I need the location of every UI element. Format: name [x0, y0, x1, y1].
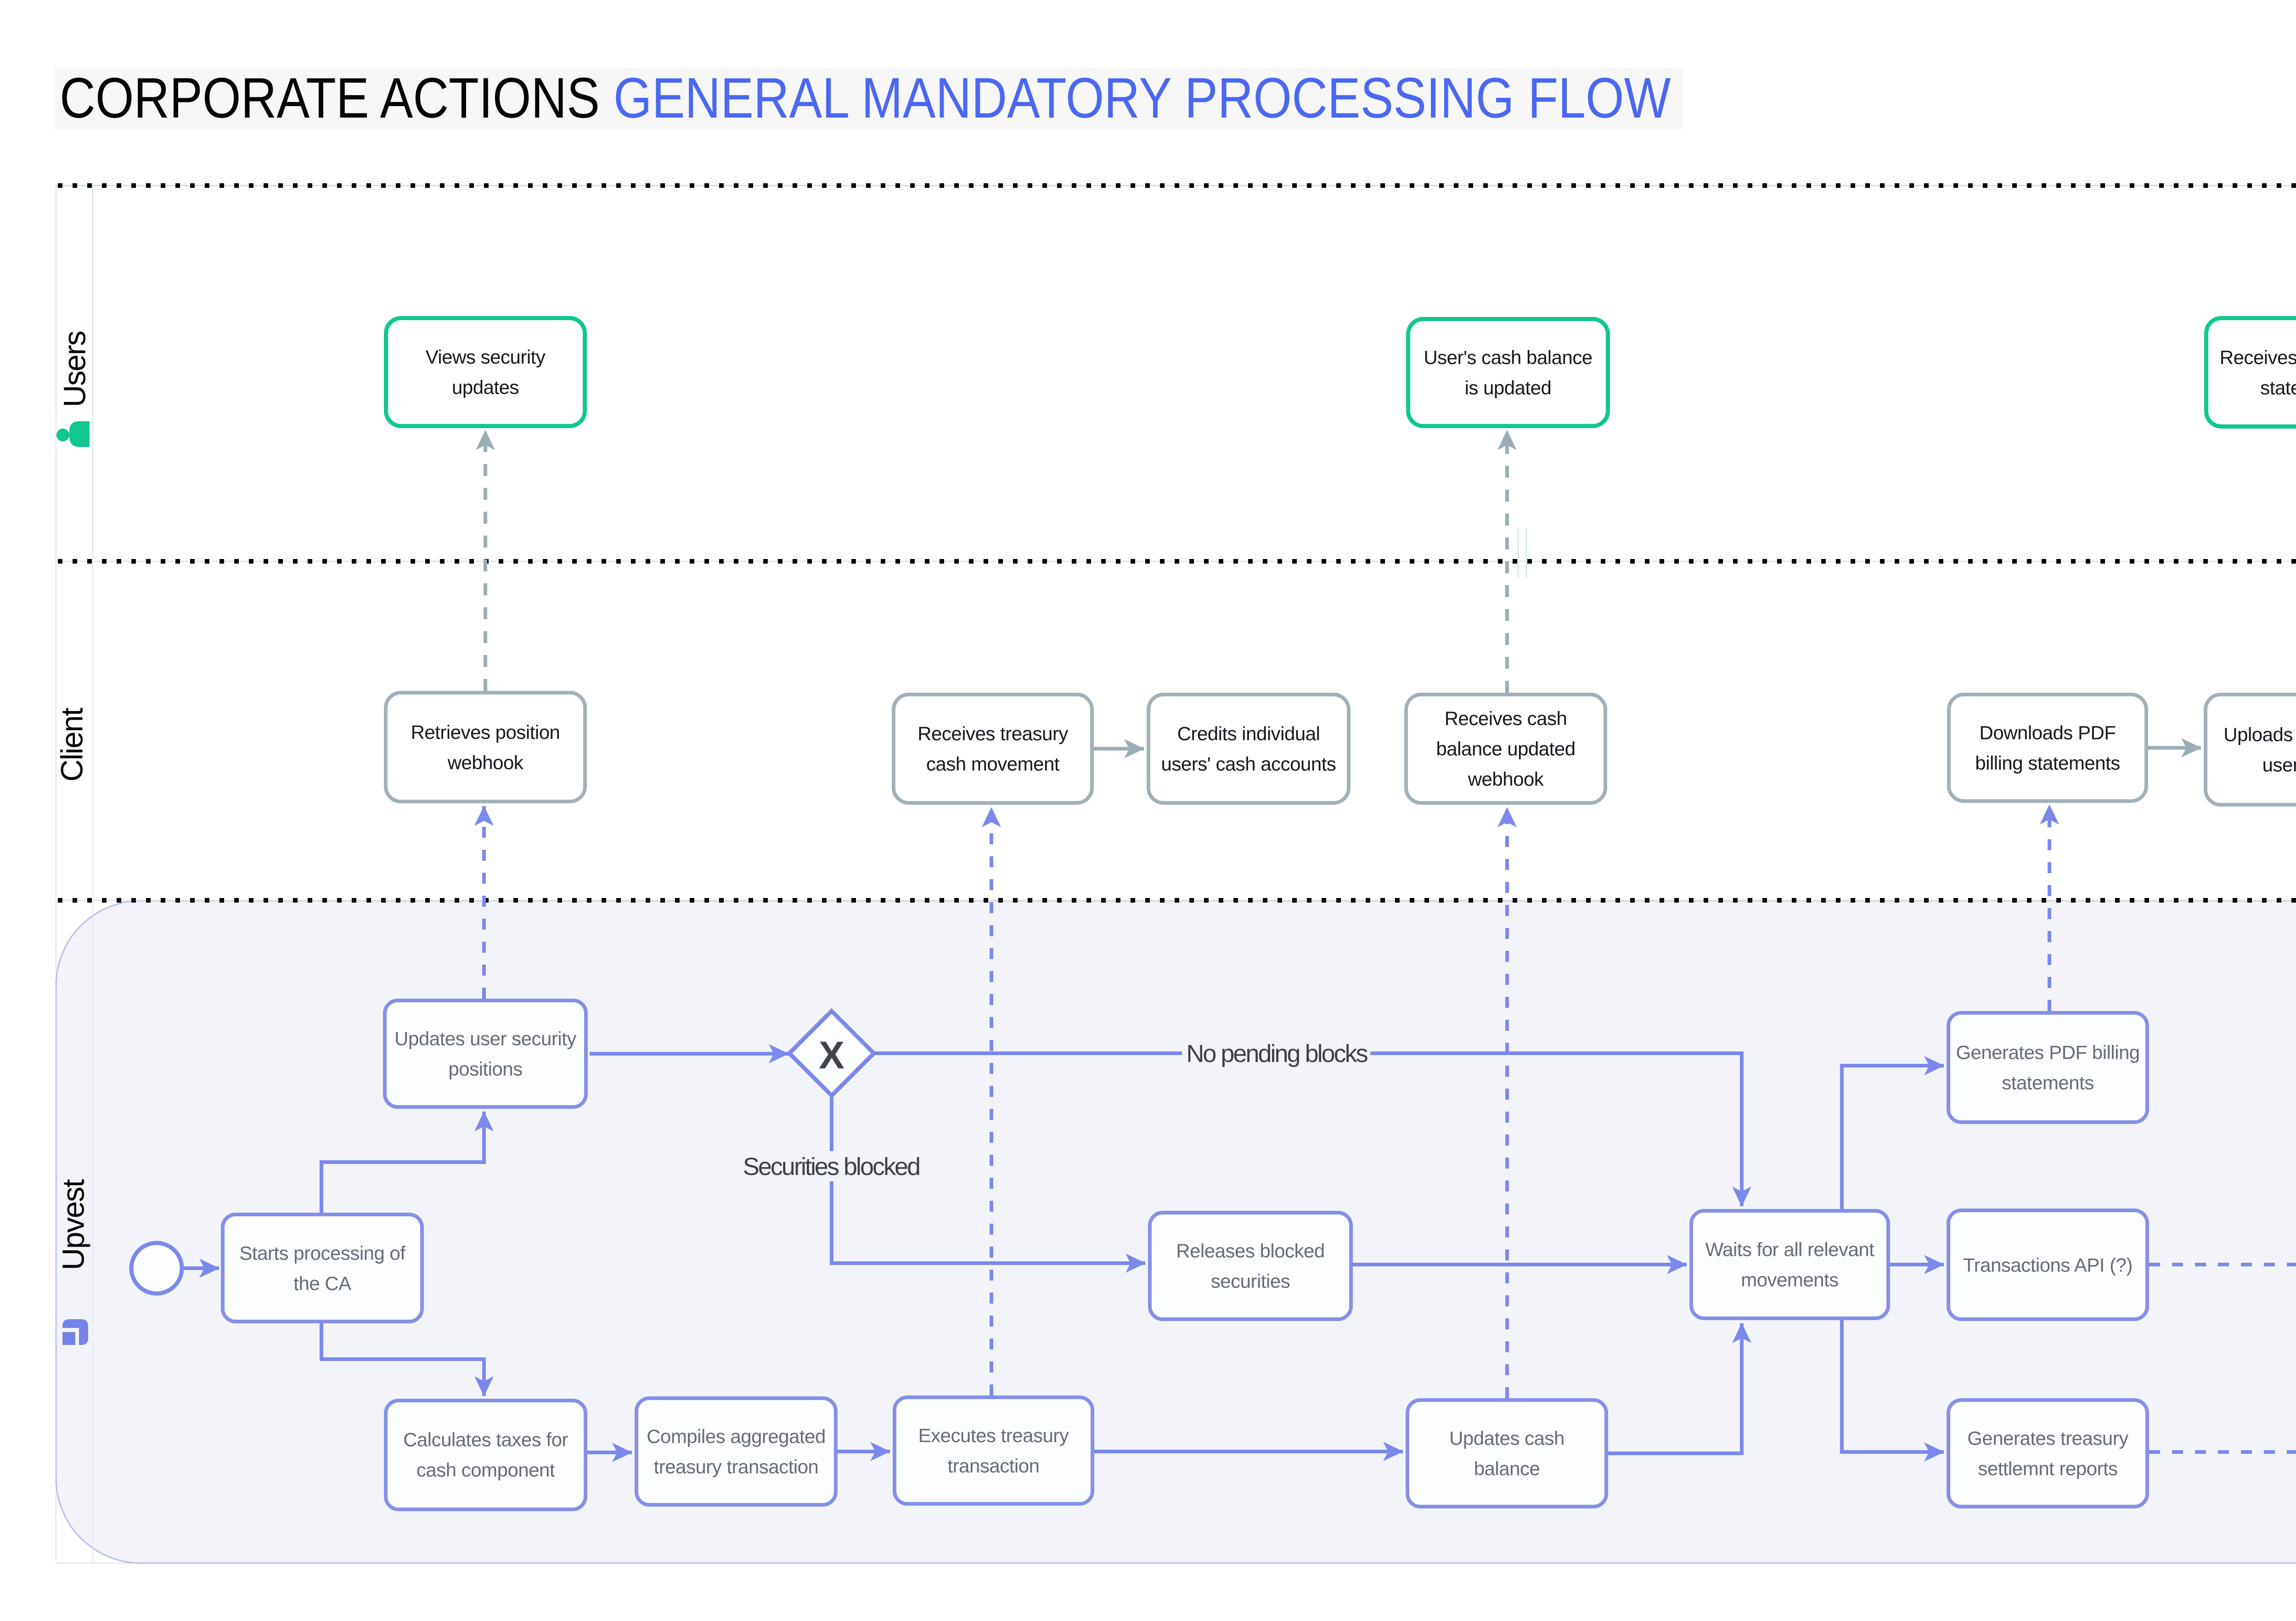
svg-text:is updated: is updated	[1465, 377, 1552, 399]
svg-text:securities: securities	[1211, 1271, 1290, 1292]
svg-text:Retrieves position: Retrieves position	[411, 722, 560, 743]
svg-text:Waits for all relevant: Waits for all relevant	[1705, 1239, 1875, 1260]
svg-text:Generates treasury: Generates treasury	[1967, 1428, 2128, 1449]
svg-text:Releases blocked: Releases blocked	[1176, 1240, 1325, 1262]
svg-text:positions: positions	[448, 1058, 522, 1080]
svg-text:users' cash accounts: users' cash accounts	[1161, 753, 1336, 775]
svg-text:webhook: webhook	[447, 752, 524, 774]
svg-text:Client: Client	[55, 707, 90, 782]
svg-text:settlemnt reports: settlemnt reports	[1978, 1458, 2117, 1480]
svg-text:Updates cash: Updates cash	[1449, 1428, 1564, 1449]
svg-text:No pending blocks: No pending blocks	[1186, 1040, 1367, 1067]
svg-text:Upvest: Upvest	[56, 1179, 91, 1270]
svg-text:updates: updates	[452, 377, 519, 398]
svg-text:Receives treasury: Receives treasury	[917, 723, 1068, 745]
svg-text:balance: balance	[1474, 1458, 1540, 1480]
svg-text:Generates PDF billing: Generates PDF billing	[1956, 1042, 2139, 1063]
svg-text:Receives cash: Receives cash	[1445, 708, 1567, 729]
svg-text:cash component: cash component	[416, 1459, 555, 1481]
svg-text:Receives PDF billing: Receives PDF billing	[2220, 347, 2296, 368]
svg-text:User's cash balance: User's cash balance	[1424, 347, 1592, 368]
svg-text:user inbox: user inbox	[2262, 754, 2296, 776]
svg-text:Executes treasury: Executes treasury	[918, 1425, 1069, 1446]
svg-text:cash movement: cash movement	[926, 753, 1060, 775]
svg-text:Views security: Views security	[426, 346, 546, 368]
svg-text:CORPORATE ACTIONS GENERAL MAND: CORPORATE ACTIONS GENERAL MANDATORY PROC…	[60, 66, 1671, 130]
svg-text:Compiles aggregated: Compiles aggregated	[647, 1426, 826, 1447]
svg-text:Transactions API (?): Transactions API (?)	[1963, 1254, 2133, 1276]
svg-text:Users: Users	[58, 331, 92, 407]
svg-text:statements: statements	[2260, 377, 2296, 399]
svg-text:X: X	[819, 1034, 844, 1077]
svg-text:webhook: webhook	[1468, 768, 1544, 790]
svg-text:transaction: transaction	[948, 1455, 1040, 1477]
svg-text:Starts processing of: Starts processing of	[239, 1243, 405, 1264]
svg-text:Calculates taxes for: Calculates taxes for	[403, 1429, 568, 1451]
svg-text:Updates user security: Updates user security	[394, 1028, 576, 1050]
svg-text:movements: movements	[1741, 1269, 1839, 1291]
svg-text:Uploads PDF to the: Uploads PDF to the	[2223, 724, 2296, 746]
svg-text:statements: statements	[2002, 1072, 2093, 1094]
svg-text:Securities blocked: Securities blocked	[743, 1153, 919, 1180]
svg-text:treasury transaction: treasury transaction	[654, 1456, 819, 1478]
svg-text:Downloads PDF: Downloads PDF	[1980, 722, 2116, 744]
svg-text:Credits individual: Credits individual	[1177, 723, 1320, 745]
svg-text:billing statements: billing statements	[1975, 752, 2120, 774]
svg-text:the CA: the CA	[293, 1273, 351, 1294]
svg-text:balance updated: balance updated	[1436, 738, 1575, 760]
